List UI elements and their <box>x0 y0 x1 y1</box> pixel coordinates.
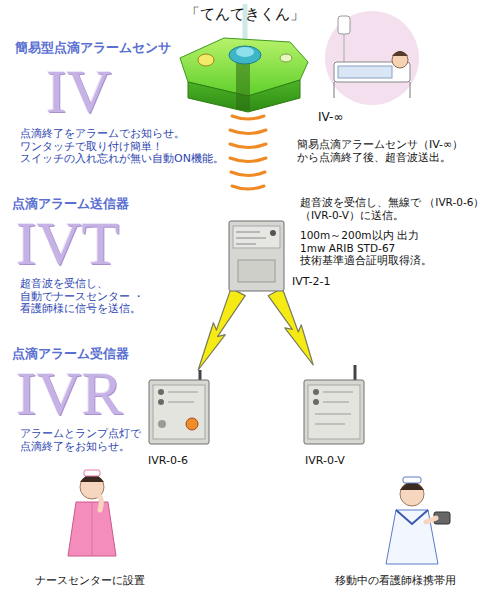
device-marking <box>323 402 349 403</box>
wireless-link <box>198 288 245 370</box>
model-label: IV-∞ <box>318 110 343 124</box>
patient-illustration <box>325 11 419 105</box>
description: 超音波を受信し、 自動でナースセンター ・看護師様に信号を送信。 <box>20 278 162 316</box>
mobile-nurse <box>400 482 424 506</box>
mobile-nurse <box>386 510 438 564</box>
note: 超音波を受信し、無線で （IVR-0-6）（IVR-0-V）に送信。 <box>300 196 492 221</box>
device-marking <box>168 392 198 393</box>
device-lamp <box>313 399 319 405</box>
transmitter-device: IVT-2-1 <box>228 220 285 292</box>
device-marking <box>323 392 353 393</box>
patient-illustration <box>344 34 345 62</box>
nurse-center-nurse <box>92 502 93 556</box>
nurse-center-nurse <box>68 502 116 556</box>
device-drawing <box>303 365 365 445</box>
caption-label: ナースセンターに設置 <box>35 574 145 587</box>
device-lamp <box>158 399 164 405</box>
nurse-center-nurse <box>96 494 101 510</box>
mobile-nurse <box>426 518 436 522</box>
device-drawing <box>148 370 210 445</box>
nurse-center-nurse <box>68 470 116 556</box>
section-heading: 簡易型点滴アラームセンサ <box>15 40 171 56</box>
device-housing <box>304 380 364 444</box>
alarm-sensor <box>236 62 250 110</box>
patient-illustration <box>325 11 419 105</box>
ultrasonic-waves <box>232 116 264 119</box>
device-marking <box>168 402 194 403</box>
note: 簡易点滴アラームセンサ（IV-∞） から点滴終了後、超音波送出。 <box>297 138 489 164</box>
lightning-bolt <box>268 288 313 365</box>
alarm-sensor <box>236 47 254 57</box>
device-marking <box>236 238 266 239</box>
ultrasonic-waves <box>231 172 265 176</box>
device-antenna <box>354 365 357 380</box>
product-code: IVT <box>16 212 119 274</box>
device-panel <box>233 226 280 248</box>
section-heading: 点滴アラーム送信器 <box>12 196 129 212</box>
ultrasonic-waves <box>230 144 266 148</box>
device-marking <box>236 232 260 233</box>
caption-label: 移動中の看護師様携帯用 <box>335 574 456 587</box>
nurse-center-nurse <box>84 470 100 476</box>
patient-illustration <box>392 52 408 68</box>
ultrasonic-waves <box>230 116 266 189</box>
receiver-device: IVR-0-6 <box>148 370 210 445</box>
device-panel <box>308 385 360 439</box>
device-led <box>270 230 276 236</box>
ultrasonic-waves <box>230 158 266 162</box>
mobile-nurse <box>386 477 450 564</box>
product-code: IV <box>46 60 111 122</box>
alarm-sensor <box>280 54 292 62</box>
device-antenna <box>199 370 202 380</box>
patient-illustration <box>334 82 335 98</box>
description: アラームとランプ点灯で 点滴終了をお知らせ。 <box>20 428 146 453</box>
device-lamp <box>313 389 319 395</box>
diagram-title: 「てんてきくん」 <box>0 5 494 23</box>
device-button <box>158 420 166 428</box>
alarm-sensor <box>198 54 214 66</box>
device-panel <box>153 385 205 439</box>
device-lamp <box>158 389 164 395</box>
device-marking <box>236 244 256 245</box>
ultrasonic-waves <box>232 186 264 189</box>
device-marking <box>315 414 351 415</box>
device-drawing <box>228 220 285 292</box>
mobile-nurse <box>403 477 421 483</box>
model-label: IVR-0-6 <box>148 454 188 467</box>
spec-note: 100m～200m以内 出力 1mw ARIB STD-67 技術基準適合証明取… <box>300 229 434 267</box>
patient-illustration <box>338 66 392 78</box>
alarm-sensor <box>229 46 261 64</box>
model-label: IVT-2-1 <box>292 275 330 288</box>
product-code: IVR <box>16 362 123 424</box>
model-label: IVR-0-V <box>305 454 345 467</box>
lightning-bolt <box>198 288 245 370</box>
device-marking <box>315 424 345 425</box>
device-housing <box>149 380 209 444</box>
patient-illustration <box>392 51 408 56</box>
receiver-device: IVR-0-V <box>303 365 365 445</box>
device-housing <box>229 221 284 291</box>
patient-illustration <box>338 16 350 34</box>
wireless-link <box>268 288 313 365</box>
mobile-nurse <box>396 510 428 524</box>
patient-illustration <box>410 82 411 98</box>
section-heading: 点滴アラーム受信器 <box>12 346 129 362</box>
device-button <box>186 418 198 430</box>
description: 点滴終了をアラームでお知らせ。 ワンタッチで取り付け簡単！ スイッチの入れ忘れが… <box>20 128 234 166</box>
device-panel <box>238 260 275 282</box>
ultrasonic-waves <box>230 130 266 134</box>
